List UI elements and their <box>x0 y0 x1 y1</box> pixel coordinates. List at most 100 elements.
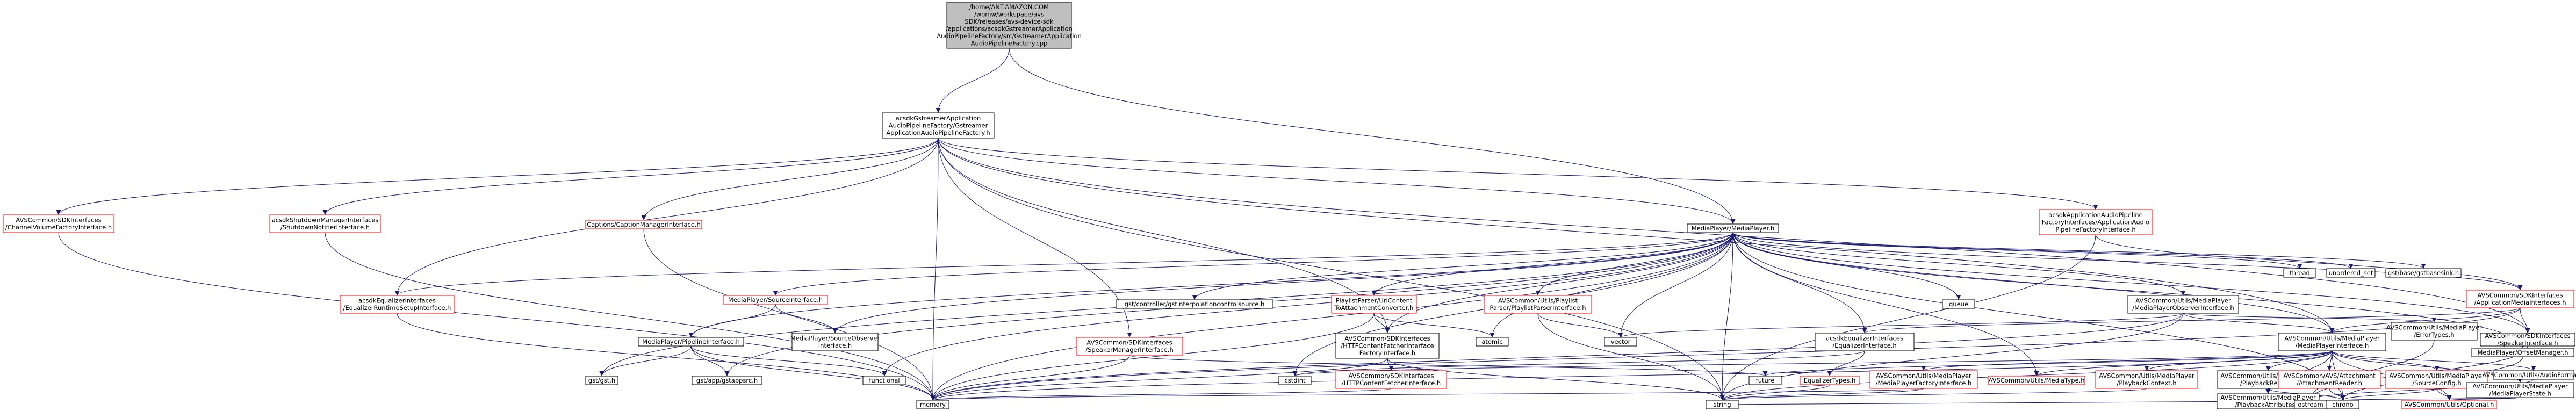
edge-observer-iface-to-mp-iface <box>2183 313 2335 334</box>
node-label-line: Captions/CaptionManagerInterface.h <box>587 221 701 228</box>
node-gstbasesink[interactable]: gst/base/gstbasesink.h <box>2385 268 2462 278</box>
node-ostream[interactable]: ostream <box>2294 400 2327 409</box>
node-playlist-parser[interactable]: AVSCommon/Utils/PlaylistParser/PlaylistP… <box>1484 295 1592 314</box>
node-label-line: acsdkShutdownManagerInterfaces <box>272 217 379 224</box>
node-playlist-uri[interactable]: PlaylistParser/UrlContentToAttachmentCon… <box>1331 295 1417 314</box>
node-label-line: AVSCommon/SDKInterfaces <box>2477 292 2563 299</box>
node-pipeline-iface[interactable]: MediaPlayer/PipelineInterface.h <box>638 337 744 347</box>
edge-app-audio-pipeline-to-app-media-ifaces <box>2095 234 2523 291</box>
node-label-line: /AttachmentReader.h <box>2297 379 2362 387</box>
edge-mp-factory-to-memory <box>931 388 1924 401</box>
node-label-line: SDK/releases/avs-device-sdk <box>965 18 1054 25</box>
node-label-line: MediaPlayer/OffsetManager.h <box>2477 349 2568 356</box>
node-error-types[interactable]: AVSCommon/Utils/MediaPlayer/ErrorTypes.h <box>2386 322 2482 341</box>
node-eq-iface[interactable]: acsdkEqualizerInterfaces/EqualizerInterf… <box>1815 333 1915 351</box>
node-box <box>2401 400 2497 409</box>
edge-factory-h-to-memory <box>930 138 939 401</box>
node-http-factory[interactable]: AVSCommon/SDKInterfaces/HTTPContentFetch… <box>1335 333 1440 359</box>
edge-factory-h-to-speaker-manager <box>938 138 1132 338</box>
edge-observer-iface-to-error-types <box>2183 313 2436 323</box>
node-label-line: unordered_set <box>2329 269 2373 277</box>
node-speaker-iface[interactable]: AVSCommon/SDKInterfaces/SpeakerInterface… <box>2480 332 2575 347</box>
node-box <box>2127 295 2239 314</box>
node-box <box>2466 290 2574 308</box>
node-label-line: /ShutdownNotifierInterface.h <box>280 223 370 231</box>
edge-mp-iface-to-playback-context <box>2144 350 2333 371</box>
node-eq-types[interactable]: EqualizerTypes.h <box>1800 376 1860 385</box>
node-captions-manager[interactable]: Captions/CaptionManagerInterface.h <box>585 220 702 229</box>
node-queue[interactable]: queue <box>1942 299 1975 309</box>
node-observer-iface[interactable]: AVSCommon/Utils/MediaPlayer/MediaPlayerO… <box>2127 295 2239 314</box>
node-http-fetcher[interactable]: AVSCommon/SDKInterfaces/HTTPContentFetch… <box>1335 370 1447 389</box>
edge-root-to-mediaplayer-h <box>1009 48 1736 225</box>
node-label-line: AVSCommon/Utils/AudioFormat.h <box>2482 371 2576 379</box>
node-label-line: /PlaybackContext.h <box>2117 379 2176 387</box>
node-box <box>692 376 762 385</box>
node-mp-state[interactable]: AVSCommon/Utils/MediaPlayer/MediaPlayerS… <box>2466 382 2574 398</box>
node-playback-context[interactable]: AVSCommon/Utils/MediaPlayer/PlaybackCont… <box>2095 370 2198 389</box>
node-box <box>916 400 949 409</box>
edge-mediaplayer-h-to-source-observer <box>832 232 1733 334</box>
edge-mediaplayer-h-to-http-factory <box>1385 232 1733 334</box>
node-label-line: /MediaPlayerState.h <box>2489 390 2551 398</box>
node-functional[interactable]: functional <box>862 376 906 385</box>
node-factory-h[interactable]: acsdkGstreamerApplicationAudioPipelineFa… <box>882 112 995 139</box>
node-chrono[interactable]: chrono <box>2326 400 2359 409</box>
node-label-line: AVSCommon/Utils/MediaPlayer <box>2135 297 2231 305</box>
node-channel-volume[interactable]: AVSCommon/SDKInterfaces/ChannelVolumeFac… <box>3 214 114 233</box>
node-label-line: /SpeakerInterface.h <box>2497 340 2558 347</box>
node-string[interactable]: string <box>1706 400 1739 409</box>
node-gstappsrc[interactable]: gst/app/gstappsrc.h <box>692 376 762 385</box>
node-unordered-set[interactable]: unordered_set <box>2326 268 2376 278</box>
node-gstcontroller[interactable]: gst/controller/gstinterpolationcontrolso… <box>1116 299 1273 309</box>
node-app-audio-pipeline[interactable]: acsdkApplicationAudioPipelineFactoryInte… <box>2039 209 2153 235</box>
node-root[interactable]: /home/ANT.AMAZON.COM/womw/workspace/avsS… <box>937 2 1082 49</box>
node-mp-iface[interactable]: AVSCommon/Utils/MediaPlayer/MediaPlayerI… <box>2278 333 2386 351</box>
node-attachment-reader[interactable]: AVSCommon/AVS/Attachment/AttachmentReade… <box>2278 370 2381 389</box>
edge-mp-iface-to-string <box>1719 350 2333 401</box>
node-app-media-ifaces[interactable]: AVSCommon/SDKInterfaces/ApplicationMedia… <box>2466 290 2574 308</box>
nodes-layer: /home/ANT.AMAZON.COM/womw/workspace/avsS… <box>3 2 2576 409</box>
node-box <box>2278 370 2381 389</box>
node-atomic[interactable]: atomic <box>1476 337 1509 347</box>
node-eq-runtime[interactable]: acsdkEqualizerInterfaces/EqualizerRuntim… <box>340 295 455 314</box>
edge-pipeline-iface-to-functional <box>690 345 887 377</box>
node-source-iface[interactable]: MediaPlayer/SourceInterface.h <box>723 295 828 305</box>
edge-app-media-ifaces-to-eq-iface <box>1862 307 2521 334</box>
node-box <box>3 214 114 233</box>
edge-mp-iface-to-mp-factory <box>1921 350 2333 371</box>
node-label-line: gst/gst.h <box>588 377 615 384</box>
node-box <box>1687 223 1779 233</box>
edge-playlist-parser-to-vector <box>1537 313 1623 338</box>
node-optional[interactable]: AVSCommon/Utils/Optional.h <box>2401 400 2497 409</box>
node-mediaplayer-h[interactable]: MediaPlayer/MediaPlayer.h <box>1687 223 1779 233</box>
node-media-type[interactable]: AVSCommon/Utils/MediaType.h <box>1988 376 2085 385</box>
node-thread[interactable]: thread <box>2283 268 2316 278</box>
node-future[interactable]: future <box>1748 376 1782 385</box>
edge-mediaplayer-h-to-gstcontroller <box>1192 232 1733 300</box>
edge-app-audio-pipeline-to-string <box>1719 234 2096 401</box>
node-box <box>2095 370 2198 389</box>
edge-source-config-to-optional <box>2436 388 2452 401</box>
node-speaker-manager[interactable]: AVSCommon/SDKInterfaces/SpeakerManagerIn… <box>1076 337 1183 356</box>
node-shutdown-manager[interactable]: acsdkShutdownManagerInterfaces/ShutdownN… <box>269 214 381 233</box>
node-memory[interactable]: memory <box>916 400 949 409</box>
node-label-line: ostream <box>2298 401 2323 408</box>
node-source-config[interactable]: AVSCommon/Utils/MediaPlayer/SourceConfig… <box>2385 370 2488 389</box>
node-mp-factory[interactable]: AVSCommon/Utils/MediaPlayer/MediaPlayerF… <box>1869 370 1978 389</box>
node-label-line: /MediaPlayerFactoryInterface.h <box>1876 379 1972 387</box>
node-box <box>585 376 618 385</box>
node-label-line: atomic <box>1481 338 1502 345</box>
node-gst-h[interactable]: gst/gst.h <box>585 376 618 385</box>
node-vector[interactable]: vector <box>1604 337 1637 347</box>
edge-mediaplayer-h-to-chrono <box>1732 232 2345 401</box>
node-label-line: AVSCommon/Utils/MediaType.h <box>1988 377 2084 384</box>
node-audio-format[interactable]: AVSCommon/Utils/AudioFormat.h <box>2482 370 2576 380</box>
node-cstdint[interactable]: cstdint <box>1278 376 1312 385</box>
node-label-line: MediaPlayer/PipelineInterface.h <box>642 338 740 345</box>
node-label-line: /SpeakerManagerInterface.h <box>1085 346 1174 354</box>
node-label-line: AVSCommon/SDKInterfaces <box>16 217 101 224</box>
node-offset-manager[interactable]: MediaPlayer/OffsetManager.h <box>2471 348 2574 357</box>
node-label-line: MediaPlayer/MediaPlayer.h <box>1692 225 1774 232</box>
